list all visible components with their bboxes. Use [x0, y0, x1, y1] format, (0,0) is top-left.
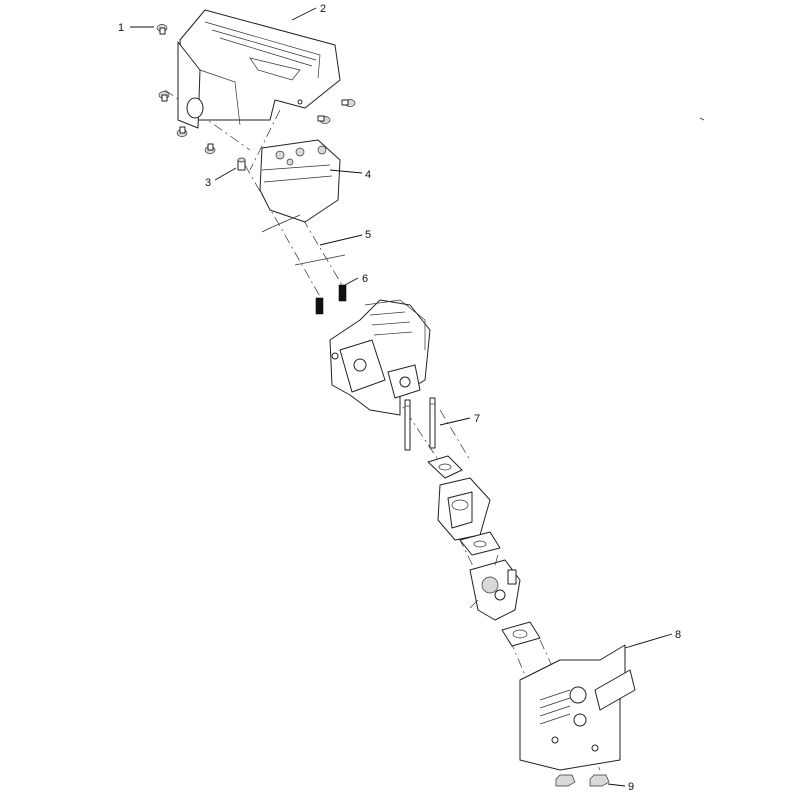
callout-1: 1 [118, 22, 124, 34]
screw-mid [204, 143, 216, 154]
part-7-studs [404, 397, 436, 451]
part-3-pin [237, 157, 246, 171]
part-2-cylinder-cover [177, 9, 341, 129]
screw-bottom-left [176, 126, 188, 137]
screw-left [158, 91, 170, 102]
callout-9: 9 [628, 781, 634, 793]
cylinder-head-assembly [329, 299, 431, 416]
carburetor-gasket [501, 621, 541, 647]
callout-3: 3 [205, 177, 211, 189]
callout-leaders [130, 7, 673, 787]
callout-5: 5 [365, 229, 371, 241]
screw-right-lower [317, 115, 331, 124]
intake-spacer [437, 477, 491, 541]
callout-8: 8 [675, 629, 681, 641]
part-4-valve-cover [259, 139, 341, 233]
part-5-gasket [294, 254, 346, 266]
callout-labels: 1 2 3 4 5 6 7 8 9 [118, 3, 681, 793]
part-9-nuts [555, 774, 610, 787]
part-6-springs [315, 284, 347, 315]
cover-screws [156, 24, 356, 154]
screw-right [341, 99, 356, 107]
callout-6: 6 [362, 273, 368, 285]
carburetor [469, 554, 521, 621]
callout-4: 4 [365, 169, 371, 181]
intake-gasket-upper [427, 455, 463, 479]
intake-gasket-lower [459, 531, 501, 556]
callout-2: 2 [320, 3, 326, 15]
screw-1 [156, 24, 168, 35]
part-8-side-shroud [519, 644, 636, 771]
callout-7: 7 [474, 413, 480, 425]
